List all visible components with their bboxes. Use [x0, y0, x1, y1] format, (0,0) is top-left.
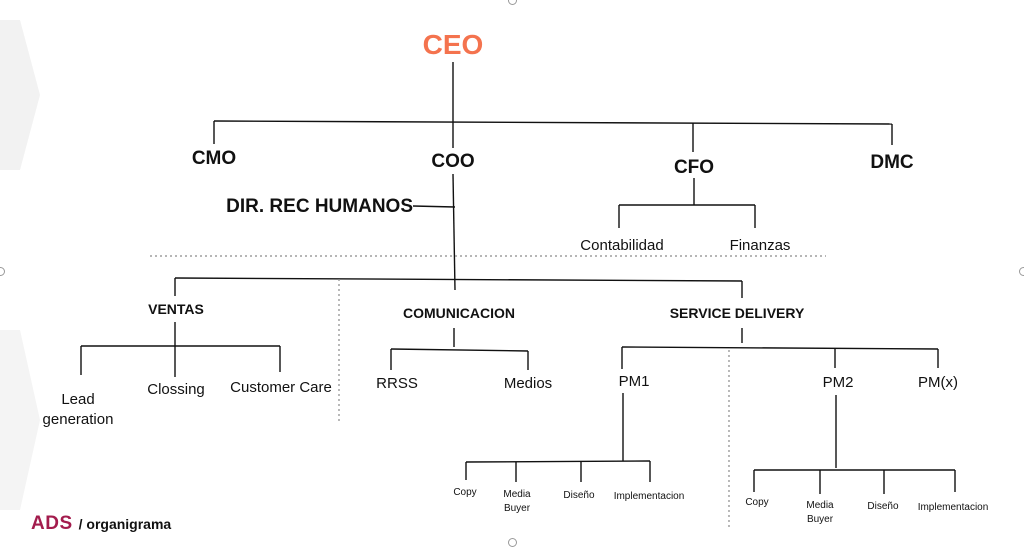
node-clossing: Clossing: [147, 381, 205, 398]
node-medios: Medios: [503, 375, 553, 392]
decor-chevron-bottom: [0, 330, 40, 510]
node-hr-director: DIR. REC HUMANOS: [226, 196, 413, 217]
node-pm1-media-buyer: Media Buyer: [503, 489, 531, 514]
node-dmc: DMC: [870, 152, 914, 173]
node-customer-care: Customer Care: [230, 379, 332, 396]
resize-handle-top[interactable]: [508, 0, 517, 5]
node-pm1-implementacion: Implementacion: [613, 491, 685, 502]
node-pm2-copy: Copy: [745, 497, 769, 508]
node-lead-generation: Lead generation: [42, 391, 114, 428]
ads-logo: ADS: [31, 513, 73, 534]
node-cfo: CFO: [673, 157, 715, 178]
node-pm1: PM1: [618, 373, 650, 390]
node-contabilidad: Contabilidad: [580, 237, 664, 254]
node-pmx: PM(x): [918, 374, 958, 391]
node-pm2-diseno: Diseño: [867, 501, 899, 512]
brand-footer: ADS / organigrama: [31, 513, 171, 535]
node-pm2: PM2: [822, 374, 854, 391]
node-pm1-copy: Copy: [453, 487, 477, 498]
node-finanzas: Finanzas: [729, 237, 791, 254]
page-name: / organigrama: [78, 516, 172, 532]
node-pm1-diseno: Diseño: [563, 490, 595, 501]
node-comunicacion: COMUNICACION: [403, 305, 515, 321]
node-rrss: RRSS: [376, 375, 418, 392]
node-pm2-implementacion: Implementacion: [917, 502, 989, 513]
decor-chevron-top: [0, 20, 40, 170]
node-pm2-media-buyer: Media Buyer: [806, 500, 834, 525]
node-ventas: VENTAS: [148, 301, 204, 317]
node-ceo: CEO: [422, 29, 484, 60]
node-coo: COO: [431, 151, 475, 172]
resize-handle-left[interactable]: [0, 267, 5, 276]
node-service-delivery: SERVICE DELIVERY: [669, 305, 805, 321]
node-cmo: CMO: [191, 148, 237, 169]
resize-handle-right[interactable]: [1019, 267, 1024, 276]
